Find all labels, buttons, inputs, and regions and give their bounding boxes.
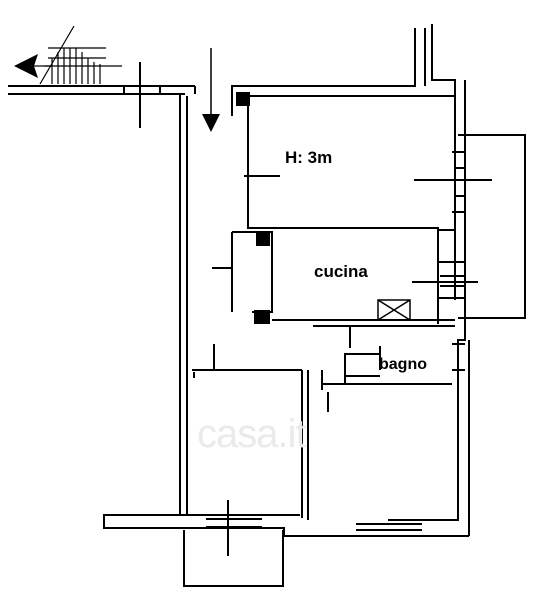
stair-direction-arrow — [14, 54, 38, 78]
stair-access — [34, 25, 122, 85]
chimney-flue — [377, 299, 411, 321]
balcony — [412, 134, 526, 319]
watermark: casa.it — [197, 412, 307, 456]
ceiling-height-label: H: 3m — [285, 148, 333, 167]
entrance-arrow — [202, 48, 220, 132]
interior-walls — [192, 95, 465, 556]
kitchen-label: cucina — [314, 262, 368, 281]
exterior-walls — [8, 24, 470, 587]
wall-pillars — [236, 92, 270, 324]
bathroom-label: bagno — [379, 356, 427, 373]
